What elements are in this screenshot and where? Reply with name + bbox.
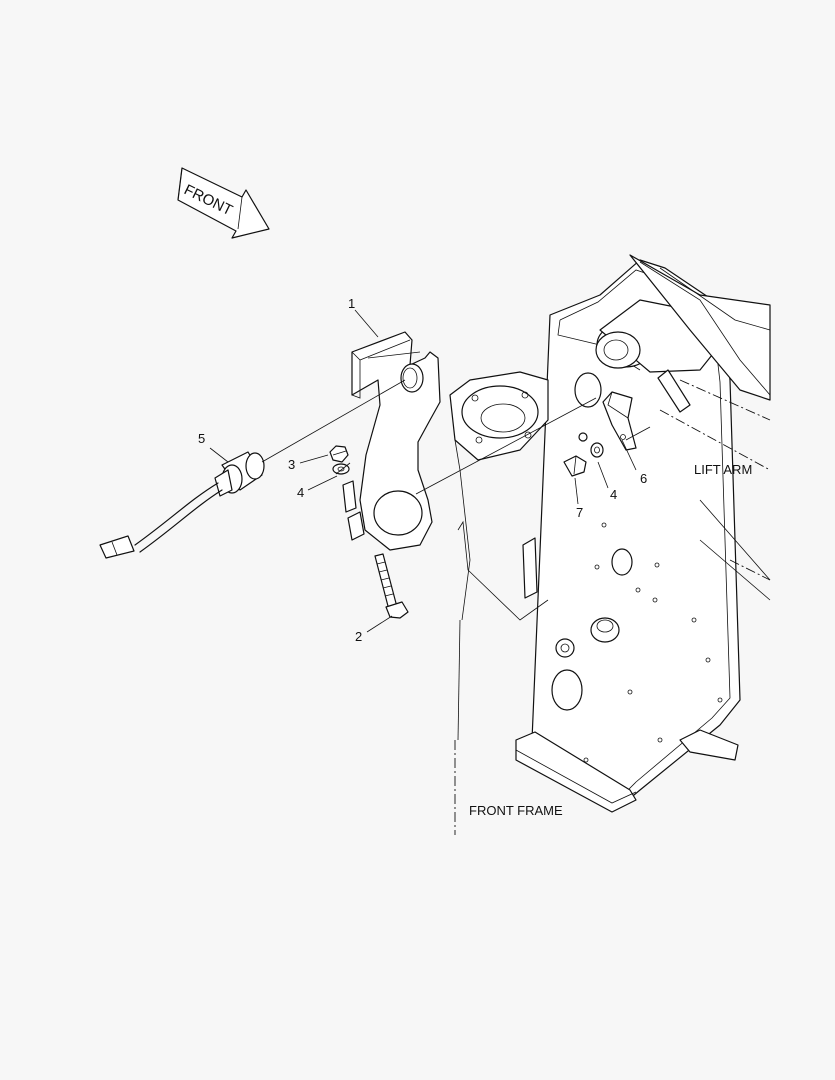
callout-7: 7 bbox=[576, 505, 583, 520]
front-direction-arrow: FRONT bbox=[177, 167, 270, 239]
bracket-part-1 bbox=[351, 331, 441, 551]
callout-5: 5 bbox=[198, 431, 205, 446]
callout-3: 3 bbox=[288, 457, 295, 472]
front-frame bbox=[449, 254, 771, 835]
washer-part-4-right bbox=[590, 442, 604, 458]
sensor-part-5 bbox=[99, 451, 265, 559]
callout-2: 2 bbox=[355, 629, 362, 644]
lift-arm-label: LIFT ARM bbox=[694, 462, 752, 477]
bolt-part-2 bbox=[374, 553, 409, 619]
bolt-part-7 bbox=[563, 455, 587, 477]
washer-part-4 bbox=[332, 463, 365, 541]
callout-4-right: 4 bbox=[610, 487, 617, 502]
target-plate-part-6 bbox=[602, 391, 637, 451]
plate-hole bbox=[611, 548, 633, 576]
nut-part-3 bbox=[329, 445, 349, 463]
front-frame-label: FRONT FRAME bbox=[469, 803, 563, 818]
leader-lines bbox=[209, 309, 651, 633]
callout-1: 1 bbox=[348, 296, 355, 311]
callout-6: 6 bbox=[640, 471, 647, 486]
callout-4-left: 4 bbox=[297, 485, 304, 500]
plate-hole bbox=[551, 669, 583, 711]
